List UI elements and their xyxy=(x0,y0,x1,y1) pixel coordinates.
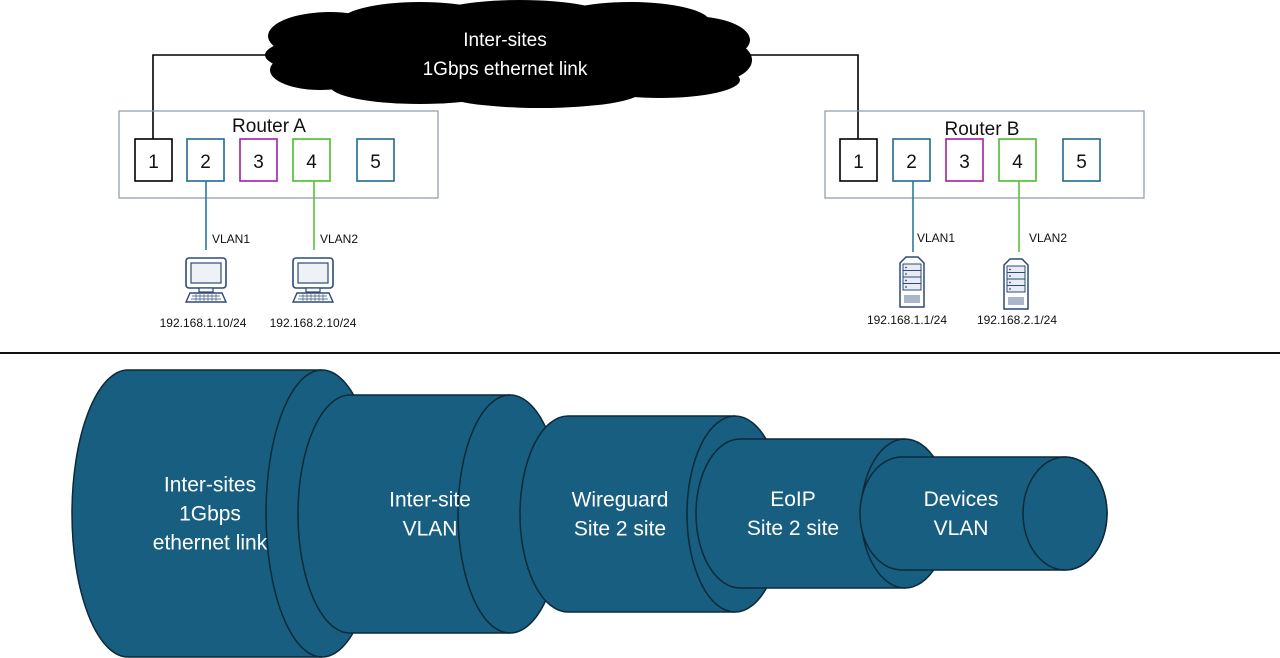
tunnel-layer-label: EoIP xyxy=(770,488,816,511)
device-ip-a2: 192.168.2.10/24 xyxy=(270,316,357,330)
tunnel-rim xyxy=(457,394,511,634)
router-b: Router B 1 2 3 4 5 xyxy=(824,110,1145,199)
port-label: 4 xyxy=(306,152,317,173)
port-label: 1 xyxy=(148,152,159,173)
router-b-port-2[interactable]: 2 xyxy=(892,138,931,182)
cloud-icon xyxy=(265,0,752,108)
tunnel-diagram: Inter-sites 1Gbps ethernet link Inter-siteV… xyxy=(71,369,1108,658)
port-label: 4 xyxy=(1012,152,1023,173)
port-label: 3 xyxy=(959,152,970,173)
vlan2-label-a: VLAN2 xyxy=(320,232,358,246)
device-ip-b1: 192.168.1.1/24 xyxy=(867,313,947,327)
router-b-title: Router B xyxy=(945,119,1020,140)
tunnel-layer-label: Devices xyxy=(924,488,999,511)
port-label: 2 xyxy=(200,152,211,173)
router-a-title: Router A xyxy=(232,116,306,137)
computer-icon[interactable] xyxy=(292,257,334,303)
tunnel-rim xyxy=(686,415,736,613)
router-a-port-4[interactable]: 4 xyxy=(292,138,331,182)
tunnel-layer-label: Site 2 site xyxy=(574,518,666,541)
port-label: 2 xyxy=(906,152,917,173)
router-b-port-5[interactable]: 5 xyxy=(1062,138,1101,182)
router-a-port-5[interactable]: 5 xyxy=(356,138,395,182)
router-b-box xyxy=(824,110,1145,199)
computer-icon[interactable] xyxy=(185,257,227,303)
tunnel-layer-label: Inter-sites xyxy=(164,474,256,497)
vlan1-label-b: VLAN1 xyxy=(917,231,955,245)
router-a-port-1[interactable]: 1 xyxy=(134,138,173,182)
tunnel-layer-label: 1Gbps xyxy=(179,503,241,526)
tunnel-end-cap xyxy=(1022,456,1108,571)
tunnel-layer-label: Wireguard xyxy=(572,489,669,512)
tunnel-layer-label: VLAN xyxy=(403,518,458,541)
port-label: 5 xyxy=(1076,152,1087,173)
tunnel-layer-label: Site 2 site xyxy=(747,517,839,540)
router-a-port-3[interactable]: 3 xyxy=(239,138,278,182)
tunnel-layer-1: Inter-sites 1Gbps ethernet link xyxy=(71,369,379,658)
tunnel-rim xyxy=(265,369,323,658)
port-label: 5 xyxy=(370,152,381,173)
router-b-port-1[interactable]: 1 xyxy=(839,138,878,182)
device-ip-a1: 192.168.1.10/24 xyxy=(160,316,247,330)
port-label: 1 xyxy=(853,152,864,173)
tunnel-layer-label: VLAN xyxy=(934,517,989,540)
uplink-line-router-b xyxy=(740,54,859,141)
tunnel-layer-label: ethernet link xyxy=(153,532,268,555)
server-icon[interactable] xyxy=(899,256,925,308)
vlan2-label-b: VLAN2 xyxy=(1029,231,1067,245)
router-a-box xyxy=(118,110,439,199)
cloud-label-line2: 1Gbps ethernet link xyxy=(423,59,588,80)
port-label: 3 xyxy=(253,152,264,173)
cloud-label-line1: Inter-sites xyxy=(463,30,546,51)
router-a-port-2[interactable]: 2 xyxy=(186,138,225,182)
server-icon[interactable] xyxy=(1003,258,1029,310)
tunnel-layer-label: Inter-site xyxy=(389,489,471,512)
device-ip-b2: 192.168.2.1/24 xyxy=(977,313,1057,327)
router-a: Router A 1 2 3 4 5 xyxy=(118,110,439,199)
router-b-port-4[interactable]: 4 xyxy=(998,138,1037,182)
uplink-line-router-a xyxy=(152,54,270,141)
router-b-port-3[interactable]: 3 xyxy=(945,138,984,182)
vlan1-label-a: VLAN1 xyxy=(212,232,250,246)
